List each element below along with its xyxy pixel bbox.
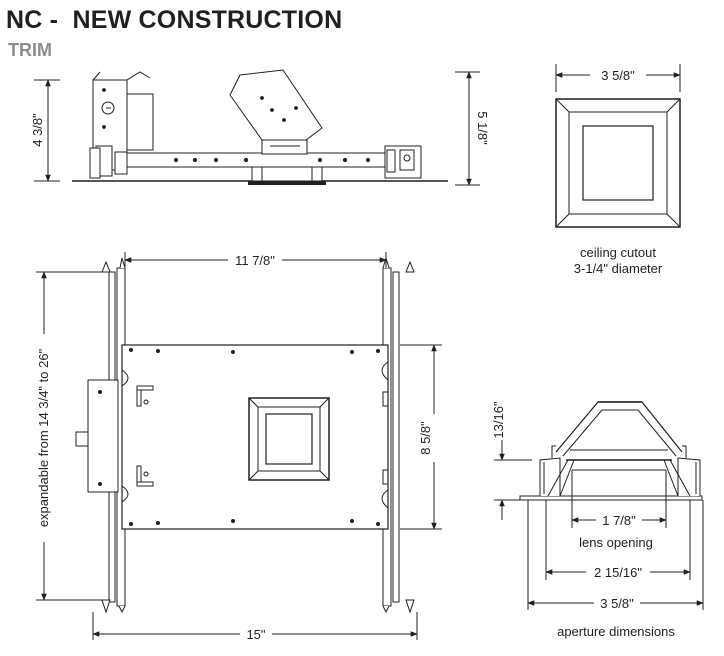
trim-square: [555, 98, 681, 228]
side-view-height-dim: [34, 79, 60, 182]
plan-height-label: 8 5/8": [418, 421, 433, 455]
plan-top-width-label: 11 7/8": [235, 253, 275, 268]
plan-top-width-dim: [124, 252, 387, 268]
plan-expandable-dim: [36, 271, 102, 601]
side-view: [72, 69, 448, 185]
lens-opening-caption: lens opening: [579, 535, 653, 550]
plan-height-dim: [400, 344, 442, 530]
lens-opening-dim-label: 1 7/8": [602, 513, 636, 528]
plan-bottom-width-dim: [92, 612, 418, 640]
plan-expandable-label: expandable from 14 3/4" to 26": [36, 348, 51, 527]
trim-section-height-dim: [494, 440, 532, 520]
trim-section-height-label: 13/16": [491, 401, 506, 439]
trim-width-dim: [555, 64, 681, 92]
side-view-height-label: 4 3/8": [30, 113, 45, 147]
side-view-overall-height-dim: [455, 71, 480, 186]
lens-opening-dim: [571, 470, 667, 528]
side-view-overall-height-label: 5 1/8": [475, 111, 490, 145]
middle-dim-label: 2 15/16": [594, 565, 642, 580]
aperture-caption: aperture dimensions: [557, 624, 675, 639]
plan-bottom-width-label: 15": [246, 627, 265, 642]
aperture-dim-label: 3 5/8": [600, 596, 634, 611]
ceiling-cutout-caption-line1: ceiling cutout: [580, 245, 656, 260]
middle-dim: [545, 500, 691, 580]
ceiling-cutout-caption-line2: 3-1/4" diameter: [574, 261, 663, 276]
page-title: NC - NEW CONSTRUCTION: [6, 6, 343, 34]
trim-section: [519, 401, 703, 501]
aperture-dim: [527, 500, 704, 610]
plan-view: [75, 256, 415, 614]
page-subtitle: TRIM: [8, 40, 52, 60]
trim-width-label: 3 5/8": [601, 68, 635, 83]
